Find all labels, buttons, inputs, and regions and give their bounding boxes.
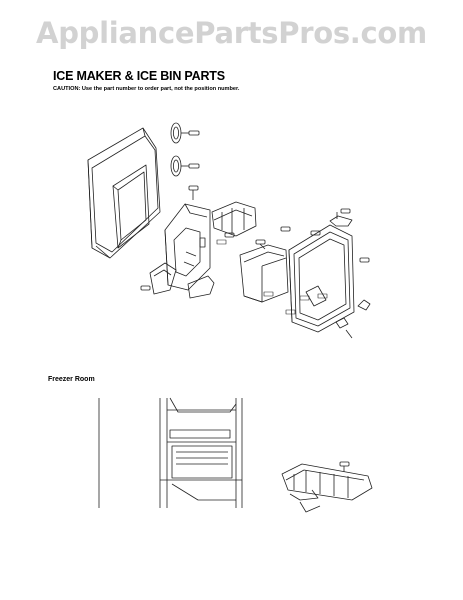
ice-maker-assembly-part <box>281 461 373 513</box>
page-title: ICE MAKER & ICE BIN PARTS <box>53 69 225 83</box>
door-liner-part <box>87 127 161 259</box>
hinge-hardware-part <box>329 208 371 339</box>
ice-bin-front-part <box>140 262 215 299</box>
freezer-cabinet-part <box>98 397 243 508</box>
inner-door-panel-part <box>280 224 355 333</box>
cover-part-lower <box>170 155 200 177</box>
ice-maker-bracket-part <box>164 185 211 291</box>
freezer-room-label: Freezer Room <box>48 376 95 383</box>
caution-note: CAUTION: Use the part number to order pa… <box>53 86 240 92</box>
ice-maker-unit-part <box>211 201 257 238</box>
site-watermark: AppliancePartsPros.com <box>36 16 427 50</box>
ice-bin-part <box>239 239 289 303</box>
cover-part-upper <box>170 122 200 144</box>
part-callout-tags <box>216 239 328 315</box>
